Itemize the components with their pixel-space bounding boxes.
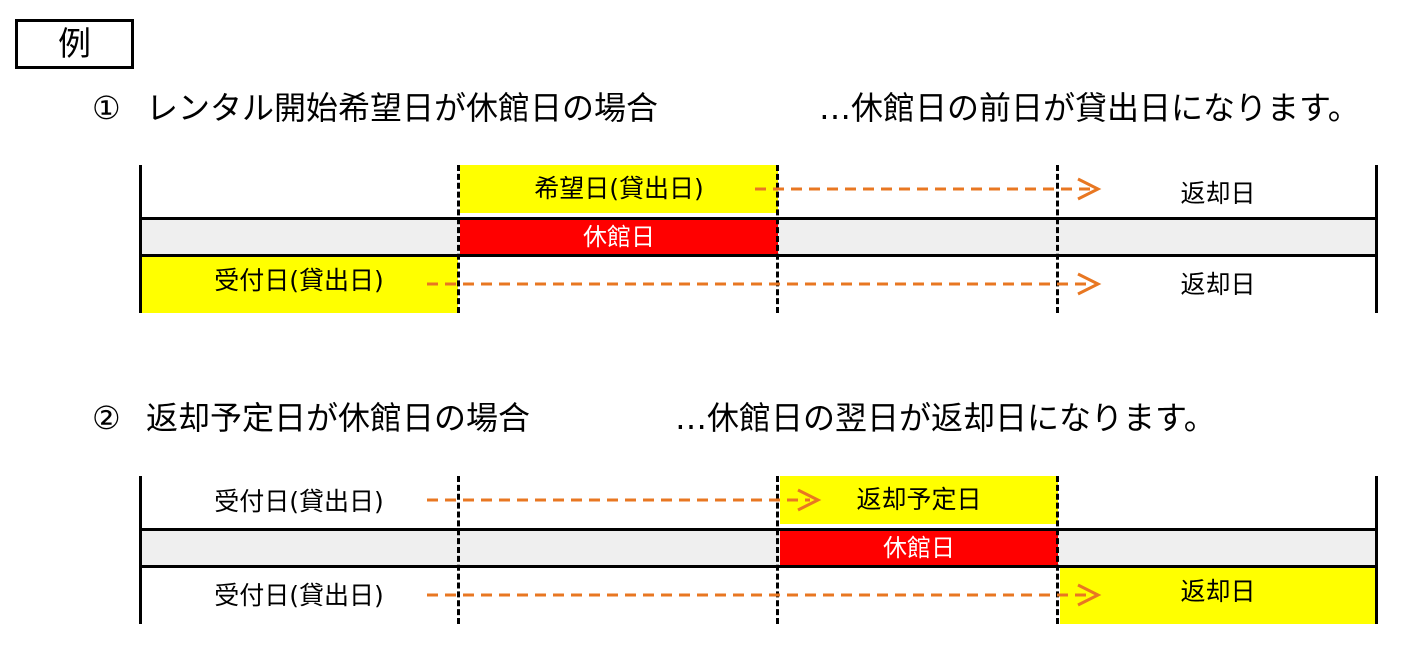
section2-heading: ② 返却予定日が休館日の場合 …休館日の翌日が返却日になります。 [92, 398, 1392, 438]
section1-reception-date-cell: 受付日(貸出日) [140, 257, 458, 313]
section1-note: …休館日の前日が貸出日になります。 [819, 89, 1360, 127]
section1-heading: ① レンタル開始希望日が休館日の場合 …休館日の前日が貸出日になります。 [92, 88, 1392, 128]
day-boundary [1056, 476, 1059, 624]
section1-return-date-label-top: 返却日 [1180, 179, 1256, 208]
section2-scheduled-return-cell: 返却予定日 [780, 476, 1058, 524]
section2-closed-day-cell: 休館日 [780, 531, 1058, 565]
section1-arrow-top [755, 177, 1102, 201]
section1-number: ① [92, 89, 121, 127]
example-label: 例 [15, 19, 134, 69]
section2-title: 返却予定日が休館日の場合 [146, 399, 531, 437]
day-boundary [457, 476, 460, 624]
section1-return-date-label-bottom: 返却日 [1180, 270, 1256, 299]
section2-timeline: 受付日(貸出日) 返却予定日 休館日 受付日(貸出日) 返却日 [0, 476, 1414, 626]
section2-number: ② [92, 399, 121, 437]
section2-arrows [427, 488, 1102, 607]
section1-arrows [427, 177, 1102, 296]
section1-timeline: 希望日(貸出日) 返却日 休館日 受付日(貸出日) 返却日 [0, 165, 1414, 315]
day-boundary [776, 476, 779, 624]
section1-title: レンタル開始希望日が休館日の場合 [146, 89, 659, 127]
section1-closed-day-cell: 休館日 [460, 220, 778, 254]
divider [140, 254, 1376, 257]
timeline-edge-right [1375, 476, 1378, 624]
day-boundary [776, 165, 779, 313]
section2-reception-date-label-bottom: 受付日(貸出日) [214, 581, 384, 610]
divider [140, 565, 1376, 568]
divider [140, 528, 1376, 531]
timeline-edge-left [139, 476, 142, 624]
timeline-edge-left [139, 165, 142, 313]
timeline-edge-right [1375, 165, 1378, 313]
divider [140, 217, 1376, 220]
section2-reception-date-label-top: 受付日(貸出日) [214, 487, 384, 516]
section2-arrow-top [427, 488, 822, 512]
day-boundary [1056, 165, 1059, 313]
section1-arrow-bottom [427, 272, 1102, 296]
section1-desired-date-cell: 希望日(貸出日) [460, 165, 778, 213]
section2-return-date-cell: 返却日 [1060, 568, 1376, 624]
closed-day-band [140, 531, 1376, 565]
day-boundary [457, 165, 460, 313]
section2-note: …休館日の翌日が返却日になります。 [675, 399, 1216, 437]
section2-arrow-bottom [427, 583, 1102, 607]
